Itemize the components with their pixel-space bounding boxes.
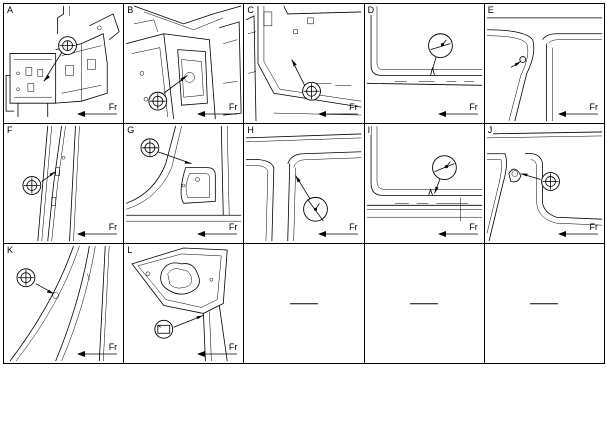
empty-dash <box>410 302 439 305</box>
panel-f-drawing <box>22 125 80 242</box>
panel-i: I Fr <box>364 124 485 244</box>
front-direction-label: Fr <box>349 102 358 112</box>
circled-pin-icon <box>303 196 329 222</box>
circled-square-icon <box>154 319 174 339</box>
front-arrow-icon <box>557 111 598 117</box>
circled-crosshair-icon <box>58 36 77 56</box>
panel-label: C <box>246 5 255 15</box>
front-direction-label: Fr <box>349 222 358 232</box>
panel-label: A <box>6 5 15 15</box>
front-arrow-icon <box>317 231 358 237</box>
front-direction-label: Fr <box>589 222 598 232</box>
front-arrow-icon <box>197 111 238 117</box>
panel-h-drawing <box>246 133 362 242</box>
front-arrow-icon <box>437 231 478 237</box>
panel-label: K <box>6 245 15 255</box>
panel-label: E <box>486 5 495 15</box>
front-arrow-icon <box>77 111 118 117</box>
panel-label: J <box>486 125 494 135</box>
panel-k-drawing <box>9 245 110 362</box>
front-direction-label: Fr <box>469 102 478 112</box>
panel-label: D <box>366 5 376 15</box>
empty-cell <box>244 244 365 364</box>
panel-a: A F <box>4 4 125 124</box>
panel-h: H Fr <box>244 124 365 244</box>
front-arrow-icon <box>77 231 118 237</box>
circled-crosshair-icon <box>540 172 560 191</box>
empty-cell <box>364 244 485 364</box>
circled-pin-icon <box>431 155 457 180</box>
front-arrow-icon <box>557 231 598 237</box>
circled-crosshair-icon <box>148 91 168 111</box>
front-direction-label: Fr <box>228 222 238 232</box>
panel-e: E Fr <box>484 4 605 124</box>
panel-b-drawing <box>126 5 242 120</box>
panel-label: F <box>6 125 14 135</box>
panel-b: B Fr <box>124 4 245 124</box>
front-direction-label: Fr <box>108 222 118 232</box>
panel-c: C Fr <box>244 4 365 124</box>
panel-g: G Fr <box>124 124 245 244</box>
panel-g-drawing <box>126 125 242 222</box>
front-direction-label: Fr <box>108 102 118 112</box>
front-direction-label: Fr <box>228 342 238 352</box>
panel-i-drawing <box>366 125 482 222</box>
panel-j-drawing <box>486 131 602 242</box>
front-arrow-icon <box>197 231 238 237</box>
empty-dash <box>289 302 318 305</box>
panel-l-drawing <box>131 247 228 362</box>
front-direction-label: Fr <box>228 102 238 112</box>
panel-label: L <box>126 245 134 255</box>
panel-l: L Fr <box>124 244 245 364</box>
panel-c-drawing <box>246 5 362 122</box>
empty-dash <box>530 302 559 305</box>
panel-label: G <box>126 125 136 135</box>
panel-label: I <box>366 125 372 135</box>
front-direction-label: Fr <box>108 342 118 352</box>
circled-crosshair-icon <box>302 81 322 101</box>
front-direction-label: Fr <box>469 222 478 232</box>
panel-e-drawing <box>486 17 602 122</box>
panel-j: J Fr <box>484 124 605 244</box>
front-arrow-icon <box>77 351 118 357</box>
panel-label: B <box>126 5 135 15</box>
panel-label: H <box>246 125 255 135</box>
front-arrow-icon <box>197 351 238 357</box>
circled-crosshair-icon <box>16 268 36 288</box>
front-arrow-icon <box>437 111 478 117</box>
panel-f: F Fr <box>4 124 125 244</box>
front-direction-label: Fr <box>589 102 598 112</box>
circled-pin-icon <box>427 33 453 58</box>
circled-crosshair-icon <box>22 176 42 195</box>
front-arrow-icon <box>317 111 358 117</box>
empty-cell <box>484 244 605 364</box>
panel-d-drawing <box>366 5 482 86</box>
panel-k: K Fr <box>4 244 125 364</box>
panel-a-drawing <box>5 5 120 118</box>
circled-crosshair-icon <box>140 138 160 158</box>
panel-grid: A F <box>3 3 605 364</box>
panel-d: D Fr <box>364 4 485 124</box>
